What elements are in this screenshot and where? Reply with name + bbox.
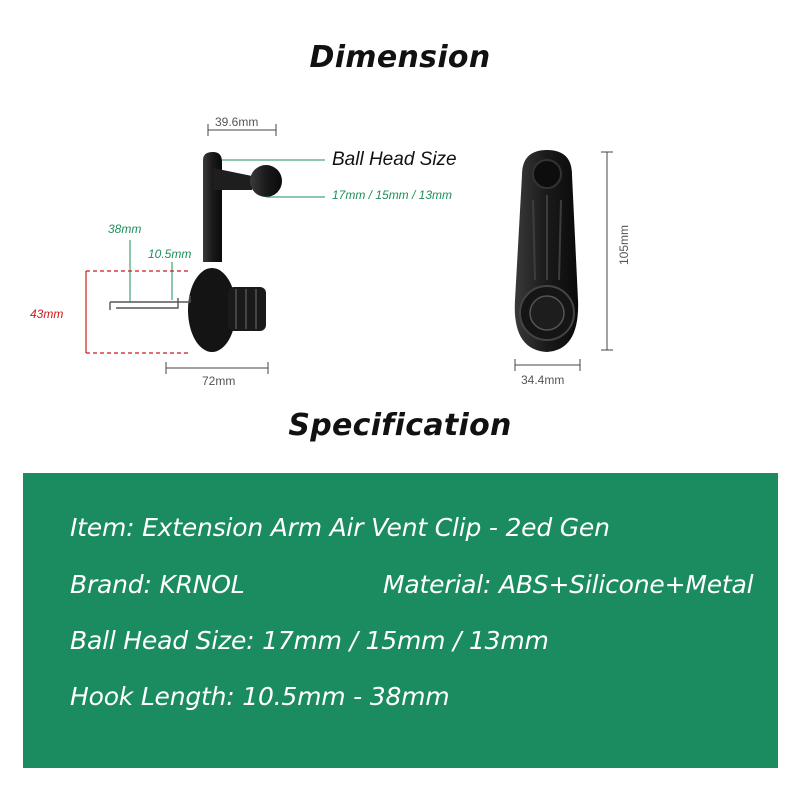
clip-height-label: 43mm — [30, 307, 64, 321]
base-length-label: 72mm — [202, 374, 236, 388]
back-width-label: 34.4mm — [521, 373, 565, 387]
hook-long-label: 38mm — [108, 222, 142, 236]
spec-ball-head: Ball Head Size: 17mm / 15mm / 13mm — [70, 626, 549, 655]
top-width-label: 39.6mm — [215, 115, 259, 129]
ball-head-sizes: 17mm / 15mm / 13mm — [332, 188, 453, 202]
spec-item: Item: Extension Arm Air Vent Clip - 2ed … — [70, 513, 610, 542]
hook-short-label: 10.5mm — [148, 247, 192, 261]
spec-brand: Brand: KRNOL — [70, 570, 245, 599]
product-drawings — [85, 124, 613, 374]
back-height-label: 105mm — [617, 224, 632, 266]
specification-panel: Item: Extension Arm Air Vent Clip - 2ed … — [23, 473, 778, 768]
dimension-heading: Dimension — [309, 40, 491, 75]
side-view-product — [85, 124, 325, 374]
specification-heading: Specification — [288, 408, 512, 443]
spec-material: Material: ABS+Silicone+Metal — [383, 570, 754, 599]
back-view-product — [514, 150, 613, 371]
ball-head-title: Ball Head Size — [332, 149, 457, 170]
spec-hook-length: Hook Length: 10.5mm - 38mm — [70, 682, 450, 711]
